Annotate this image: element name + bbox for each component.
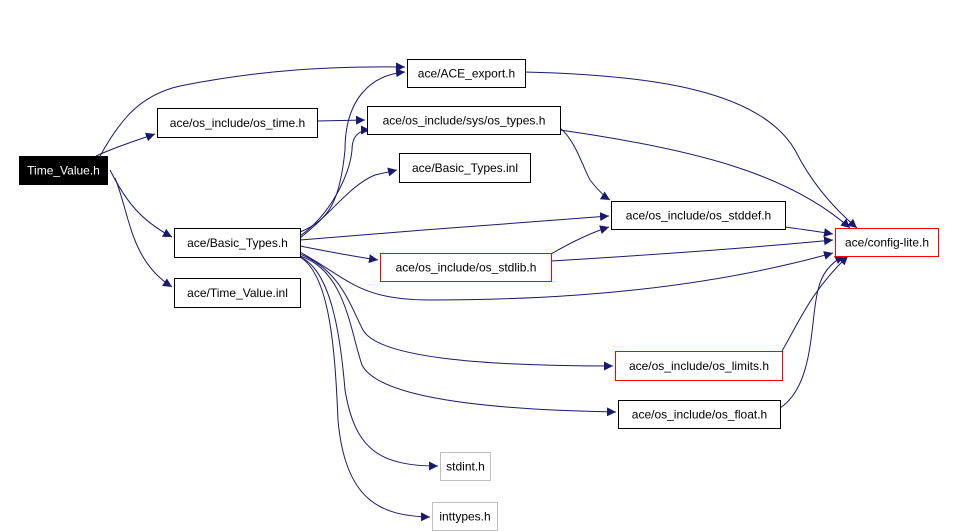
edge-os-limits-h-to-config-lite-h (781, 255, 849, 352)
node-basic-types-h[interactable]: ace/Basic_Types.h (174, 228, 301, 258)
node-label: stdint.h (446, 460, 485, 474)
node-os-time-h[interactable]: ace/os_include/os_time.h (157, 108, 318, 138)
node-box (615, 351, 783, 381)
node-label: Time_Value.h (27, 164, 100, 178)
edge-basic-types-h-to-inttypes-h (299, 256, 431, 522)
edge-basic-types-h-to-sys-os-types-h (299, 125, 371, 237)
node-label: ace/os_include/os_time.h (170, 116, 305, 130)
node-config-lite-h[interactable]: ace/config-lite.h (835, 228, 939, 257)
edge-sys-os-types-h-to-os-stddef-h (559, 127, 611, 201)
node-box (367, 106, 561, 135)
node-stdint-h: stdint.h (440, 452, 491, 481)
node-box (380, 253, 552, 282)
edge-basic-types-h-to-os-stdlib-h (299, 245, 379, 264)
edge-basic-types-h-to-config-lite-h (299, 251, 834, 301)
node-box (157, 108, 318, 138)
node-label: ace/Basic_Types.inl (412, 161, 518, 175)
node-box (407, 59, 526, 88)
node-box (835, 228, 939, 257)
node-box (399, 153, 531, 183)
edge-time-value-h-to-time-value-inl (114, 177, 173, 288)
nodes-layer: Time_Value.h ace/os_include/os_time.h ace/… (19, 59, 939, 531)
node-label: ace/os_include/os_limits.h (629, 359, 769, 373)
node-os-stdlib-h[interactable]: ace/os_include/os_stdlib.h (380, 253, 552, 282)
edge-os-float-h-to-config-lite-h (779, 255, 845, 409)
edge-basic-types-h-to-os-stddef-h (299, 212, 610, 241)
node-os-stddef-h[interactable]: ace/os_include/os_stddef.h (611, 201, 786, 230)
node-inttypes-h: inttypes.h (432, 502, 498, 531)
node-label: ace/os_include/sys/os_types.h (383, 114, 546, 128)
node-ace-export-h[interactable]: ace/ACE_export.h (407, 59, 526, 88)
edge-time-value-h-to-ace-export-h (99, 62, 406, 157)
edge-basic-types-h-to-stdint-h (299, 256, 439, 471)
node-os-float-h[interactable]: ace/os_include/os_float.h (618, 400, 781, 429)
node-label: ace/ACE_export.h (418, 67, 515, 81)
edge-basic-types-h-to-ace-export-h (299, 68, 406, 233)
edge-os-stddef-h-to-config-lite-h (784, 226, 834, 237)
edges-layer (95, 62, 858, 522)
edge-os-time-h-to-sys-os-types-h (316, 115, 366, 125)
node-box (174, 278, 301, 308)
node-label: ace/Basic_Types.h (187, 236, 288, 250)
node-box (611, 201, 786, 230)
node-box (440, 452, 491, 481)
node-label: ace/os_include/os_stdlib.h (396, 261, 537, 275)
edge-basic-types-h-to-os-float-h (299, 255, 617, 417)
node-time-value-h: Time_Value.h (19, 156, 108, 185)
edge-basic-types-h-to-basic-types-inl (299, 167, 398, 239)
node-os-limits-h[interactable]: ace/os_include/os_limits.h (615, 351, 783, 381)
node-basic-types-inl[interactable]: ace/Basic_Types.inl (399, 153, 531, 183)
edge-basic-types-h-to-os-limits-h (299, 253, 614, 371)
edge-os-stdlib-h-to-os-stddef-h (550, 225, 610, 255)
node-time-value-inl[interactable]: ace/Time_Value.inl (174, 278, 301, 308)
node-label: inttypes.h (439, 510, 490, 524)
node-label: ace/config-lite.h (845, 236, 929, 250)
node-label: ace/os_include/os_float.h (632, 408, 767, 422)
node-sys-os-types-h[interactable]: ace/os_include/sys/os_types.h (367, 106, 561, 135)
edge-ace-export-h-to-config-lite-h (524, 71, 858, 229)
edge-os-stdlib-h-to-config-lite-h (550, 236, 834, 262)
node-label: ace/os_include/os_stddef.h (626, 209, 771, 223)
node-box (618, 400, 781, 429)
node-box (19, 156, 108, 185)
edge-time-value-h-to-os-time-h (95, 132, 156, 157)
node-label: ace/Time_Value.inl (187, 286, 288, 300)
edge-time-value-h-to-basic-types-h (109, 169, 173, 238)
node-box (174, 228, 301, 258)
edge-sys-os-types-h-to-config-lite-h (559, 129, 851, 229)
